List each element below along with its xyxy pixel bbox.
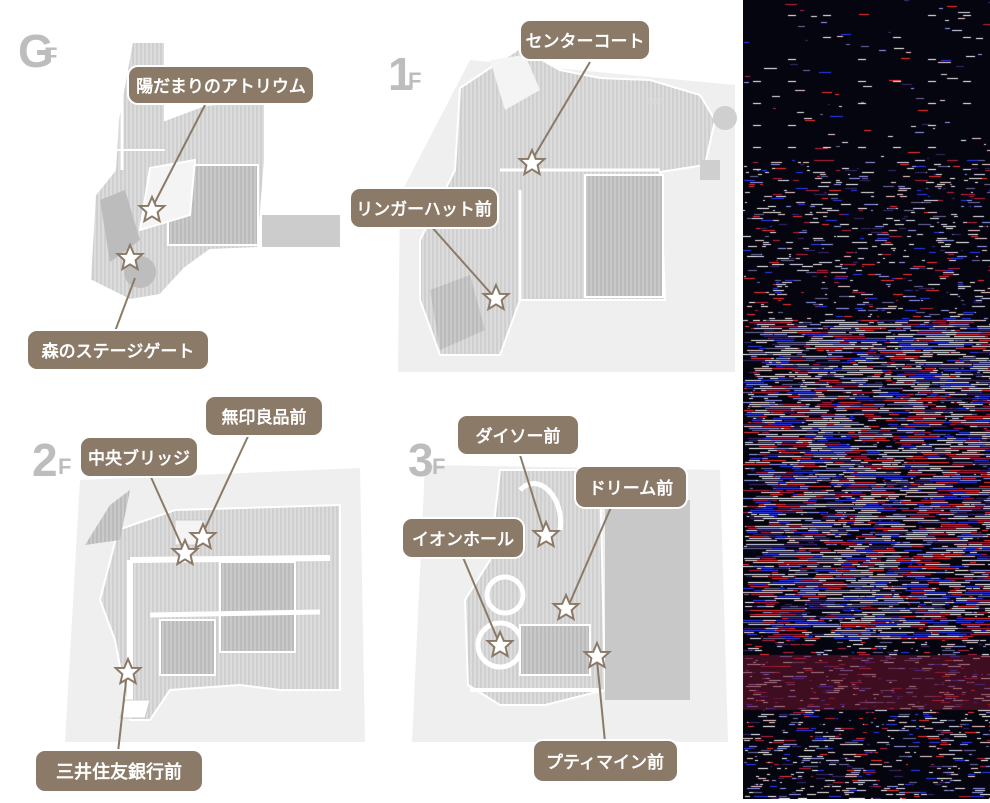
callout-2f-central-bridge[interactable]: 中央ブリッジ xyxy=(79,436,199,478)
floor-gf-map xyxy=(88,41,340,302)
callout-3f-petit-main[interactable]: プティマイン前 xyxy=(532,739,679,783)
floor-3f-suffix: F xyxy=(432,454,445,479)
floor-2f: 2 F xyxy=(32,434,365,742)
callout-label: イオンホール xyxy=(412,530,514,550)
svg-text:≡≡: ≡≡ xyxy=(648,94,662,108)
star-icon xyxy=(481,282,511,312)
callout-label: プティマイン前 xyxy=(546,752,664,773)
star-icon xyxy=(485,629,515,659)
floor-2f-number: 2 xyxy=(32,434,58,486)
callout-label: リンガーハット前 xyxy=(356,199,492,220)
floor-2f-suffix: F xyxy=(58,454,71,479)
callout-1f-ringer-hut[interactable]: リンガーハット前 xyxy=(349,187,499,229)
callout-label: ダイソー前 xyxy=(476,426,561,447)
floor-1f-map: ≡≡ xyxy=(419,46,737,356)
callout-label: 無印良品前 xyxy=(222,407,307,428)
callout-gf-forest-stage-gate[interactable]: 森のステージゲート xyxy=(26,329,210,371)
floor-gf-number: G xyxy=(18,25,54,77)
corrupted-image-strip xyxy=(743,0,990,799)
callout-3f-dream[interactable]: ドリーム前 xyxy=(574,465,688,509)
callout-gf-atrium[interactable]: 陽だまりのアトリウム xyxy=(127,65,315,105)
callout-3f-aeon-hall[interactable]: イオンホール xyxy=(401,517,525,559)
star-icon xyxy=(113,656,143,686)
callout-label: 中央ブリッジ xyxy=(88,448,190,469)
floor-1f-suffix: F xyxy=(408,68,421,93)
star-icon xyxy=(188,521,218,551)
callout-3f-daiso[interactable]: ダイソー前 xyxy=(456,414,580,456)
callout-1f-center-court[interactable]: センターコート xyxy=(519,19,651,61)
star-icon xyxy=(137,194,167,224)
callout-2f-muji[interactable]: 無印良品前 xyxy=(204,395,324,437)
floor-gf-suffix: F xyxy=(44,43,57,68)
star-icon xyxy=(551,592,581,622)
floor-2f-map xyxy=(85,490,341,721)
star-icon xyxy=(517,147,547,177)
star-icon xyxy=(531,519,561,549)
callout-label: ドリーム前 xyxy=(589,478,674,499)
callout-2f-smbc[interactable]: 三井住友銀行前 xyxy=(34,749,204,793)
floor-gf: G F xyxy=(18,25,340,302)
callout-label: 三井住友銀行前 xyxy=(56,761,182,783)
spot-callouts: 陽だまりのアトリウム 森のステージゲート センターコート リンガーハット前 中央… xyxy=(26,19,688,793)
star-icon xyxy=(582,640,612,670)
callout-label: 森のステージゲート xyxy=(42,341,195,362)
star-icon xyxy=(115,242,145,272)
floor-3f-number: 3 xyxy=(408,434,434,486)
callout-label: 陽だまりのアトリウム xyxy=(136,77,306,97)
callout-label: センターコート xyxy=(526,32,645,52)
floor-1f: 1 F ≡≡ xyxy=(388,46,737,372)
spot-markers xyxy=(113,147,612,686)
floor-1f-number: 1 xyxy=(388,48,414,100)
